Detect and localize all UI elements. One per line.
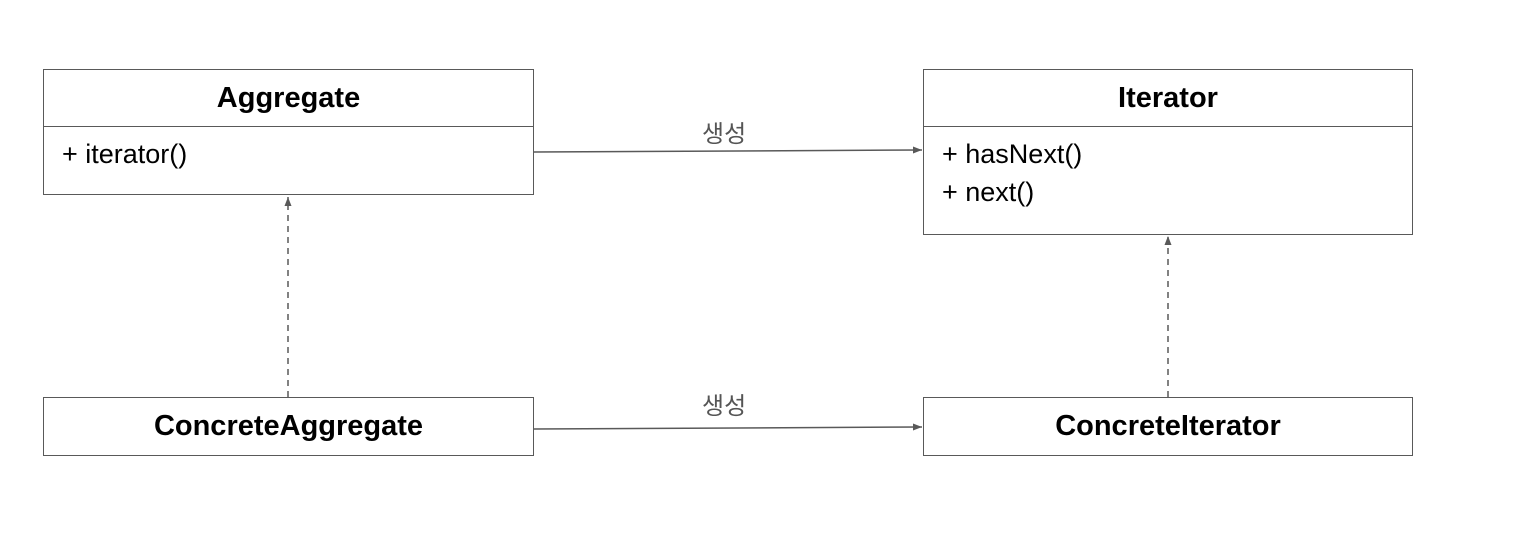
class-aggregate[interactable]: Aggregate + iterator() [43,69,534,195]
class-iterator-methods: + hasNext() + next() [924,126,1412,215]
class-concrete-iterator-name: ConcreteIterator [1055,410,1281,442]
method-iterator: + iterator() [62,139,188,169]
method-next: + next() [942,177,1035,207]
arrow-concreteaggregate-creates-concreteiterator [533,423,923,431]
class-concrete-iterator[interactable]: ConcreteIterator [923,397,1413,456]
class-concrete-aggregate[interactable]: ConcreteAggregate [43,397,534,456]
edge-label-aggregate-iterator: 생성 [702,120,747,148]
class-aggregate-methods: + iterator() [44,126,533,177]
method-hasnext: + hasNext() [942,139,1083,169]
edge-label-concreteaggregate-concreteiterator: 생성 [702,392,747,420]
arrow-aggregate-creates-iterator [533,146,923,154]
class-concrete-aggregate-name: ConcreteAggregate [153,410,424,442]
class-iterator-name: Iterator [1118,82,1218,114]
class-aggregate-name: Aggregate [216,82,361,114]
class-iterator[interactable]: Iterator + hasNext() + next() [923,69,1413,235]
